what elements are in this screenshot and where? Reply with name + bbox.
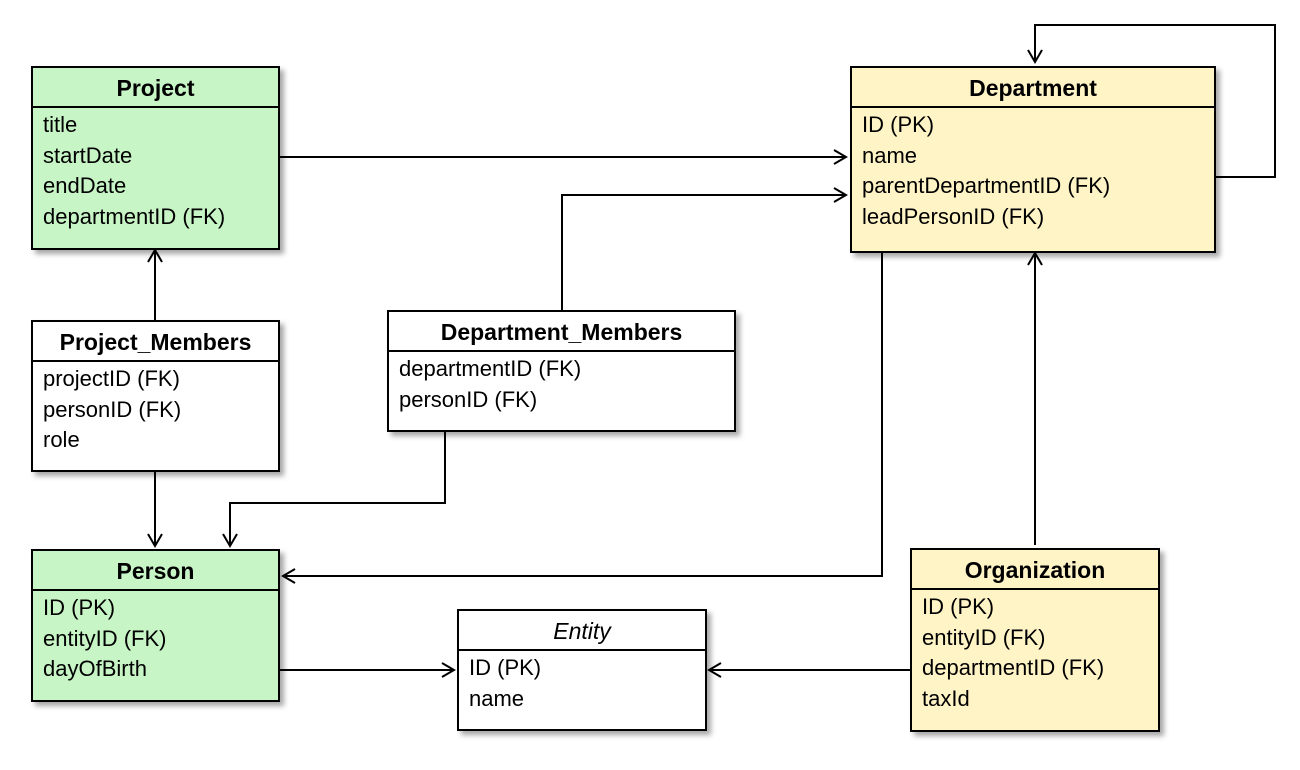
field-item: entityID (FK) <box>43 625 167 651</box>
arrowhead-projmembers-person <box>147 533 163 548</box>
entity-title: Department_Members <box>389 312 734 352</box>
field-item: personID (FK) <box>399 386 538 412</box>
arrowhead-person-entity <box>441 662 456 678</box>
field-item: startDate <box>43 142 133 168</box>
entity-title: Person <box>33 551 278 591</box>
field-item: entityID (FK) <box>922 624 1046 650</box>
field-item: departmentID (FK) <box>43 203 226 229</box>
arrowhead-department-person <box>281 568 296 584</box>
field-item: endDate <box>43 173 127 198</box>
entity-project[interactable]: Project title startDate endDate departme… <box>31 66 280 250</box>
arrowhead-projmembers-project <box>147 248 163 263</box>
entity-title: Entity <box>459 611 705 651</box>
arrowhead-organization-entity <box>707 662 722 678</box>
field-item: title <box>43 112 78 137</box>
field-item: ID (PK) <box>862 112 935 137</box>
field-list: ID (PK) name <box>459 651 705 714</box>
field-list: title startDate endDate departmentID (FK… <box>33 108 278 232</box>
field-list: ID (PK) name parentDepartmentID (FK) lea… <box>852 108 1214 232</box>
field-item: projectID (FK) <box>43 366 180 391</box>
field-list: ID (PK) entityID (FK) dayOfBirth <box>33 591 278 685</box>
field-list: projectID (FK) personID (FK) role <box>33 362 278 456</box>
edge-department-parent <box>1034 24 1276 178</box>
field-item: ID (PK) <box>469 655 542 680</box>
entity-title: Department <box>852 68 1214 108</box>
edge-deptmembers-person <box>229 432 446 546</box>
entity-department[interactable]: Department ID (PK) name parentDepartment… <box>850 66 1216 253</box>
arrowhead-project-department <box>833 149 848 165</box>
field-item: departmentID (FK) <box>399 356 582 381</box>
field-item: name <box>469 685 525 711</box>
entity-department-members[interactable]: Department_Members departmentID (FK) per… <box>387 310 736 432</box>
field-item: ID (PK) <box>43 595 116 620</box>
field-item: parentDepartmentID (FK) <box>862 173 1111 198</box>
entity-title: Project <box>33 68 278 108</box>
entity-title: Organization <box>912 550 1158 590</box>
entity-organization[interactable]: Organization ID (PK) entityID (FK) depar… <box>910 548 1160 732</box>
arrowhead-organization-department <box>1027 251 1043 266</box>
arrowhead-deptmembers-department <box>833 187 848 203</box>
entity-entity[interactable]: Entity ID (PK) name <box>457 609 707 731</box>
arrowhead-department-parent <box>1027 49 1043 64</box>
arrowhead-deptmembers-person <box>222 533 238 548</box>
edge-department-person <box>283 251 883 577</box>
field-item: dayOfBirth <box>43 656 147 681</box>
field-item: ID (PK) <box>922 594 995 619</box>
field-list: ID (PK) entityID (FK) departmentID (FK) … <box>912 590 1158 714</box>
field-item: name <box>862 142 918 168</box>
field-item: taxId <box>922 685 970 711</box>
field-list: departmentID (FK) personID (FK) <box>389 352 734 415</box>
edge-deptmembers-department <box>561 194 846 310</box>
entity-person[interactable]: Person ID (PK) entityID (FK) dayOfBirth <box>31 549 280 702</box>
field-item: leadPersonID (FK) <box>862 203 1045 229</box>
field-item: personID (FK) <box>43 396 182 422</box>
field-item: role <box>43 427 80 452</box>
entity-title: Project_Members <box>33 322 278 362</box>
field-item: departmentID (FK) <box>922 655 1105 680</box>
entity-project-members[interactable]: Project_Members projectID (FK) personID … <box>31 320 280 472</box>
